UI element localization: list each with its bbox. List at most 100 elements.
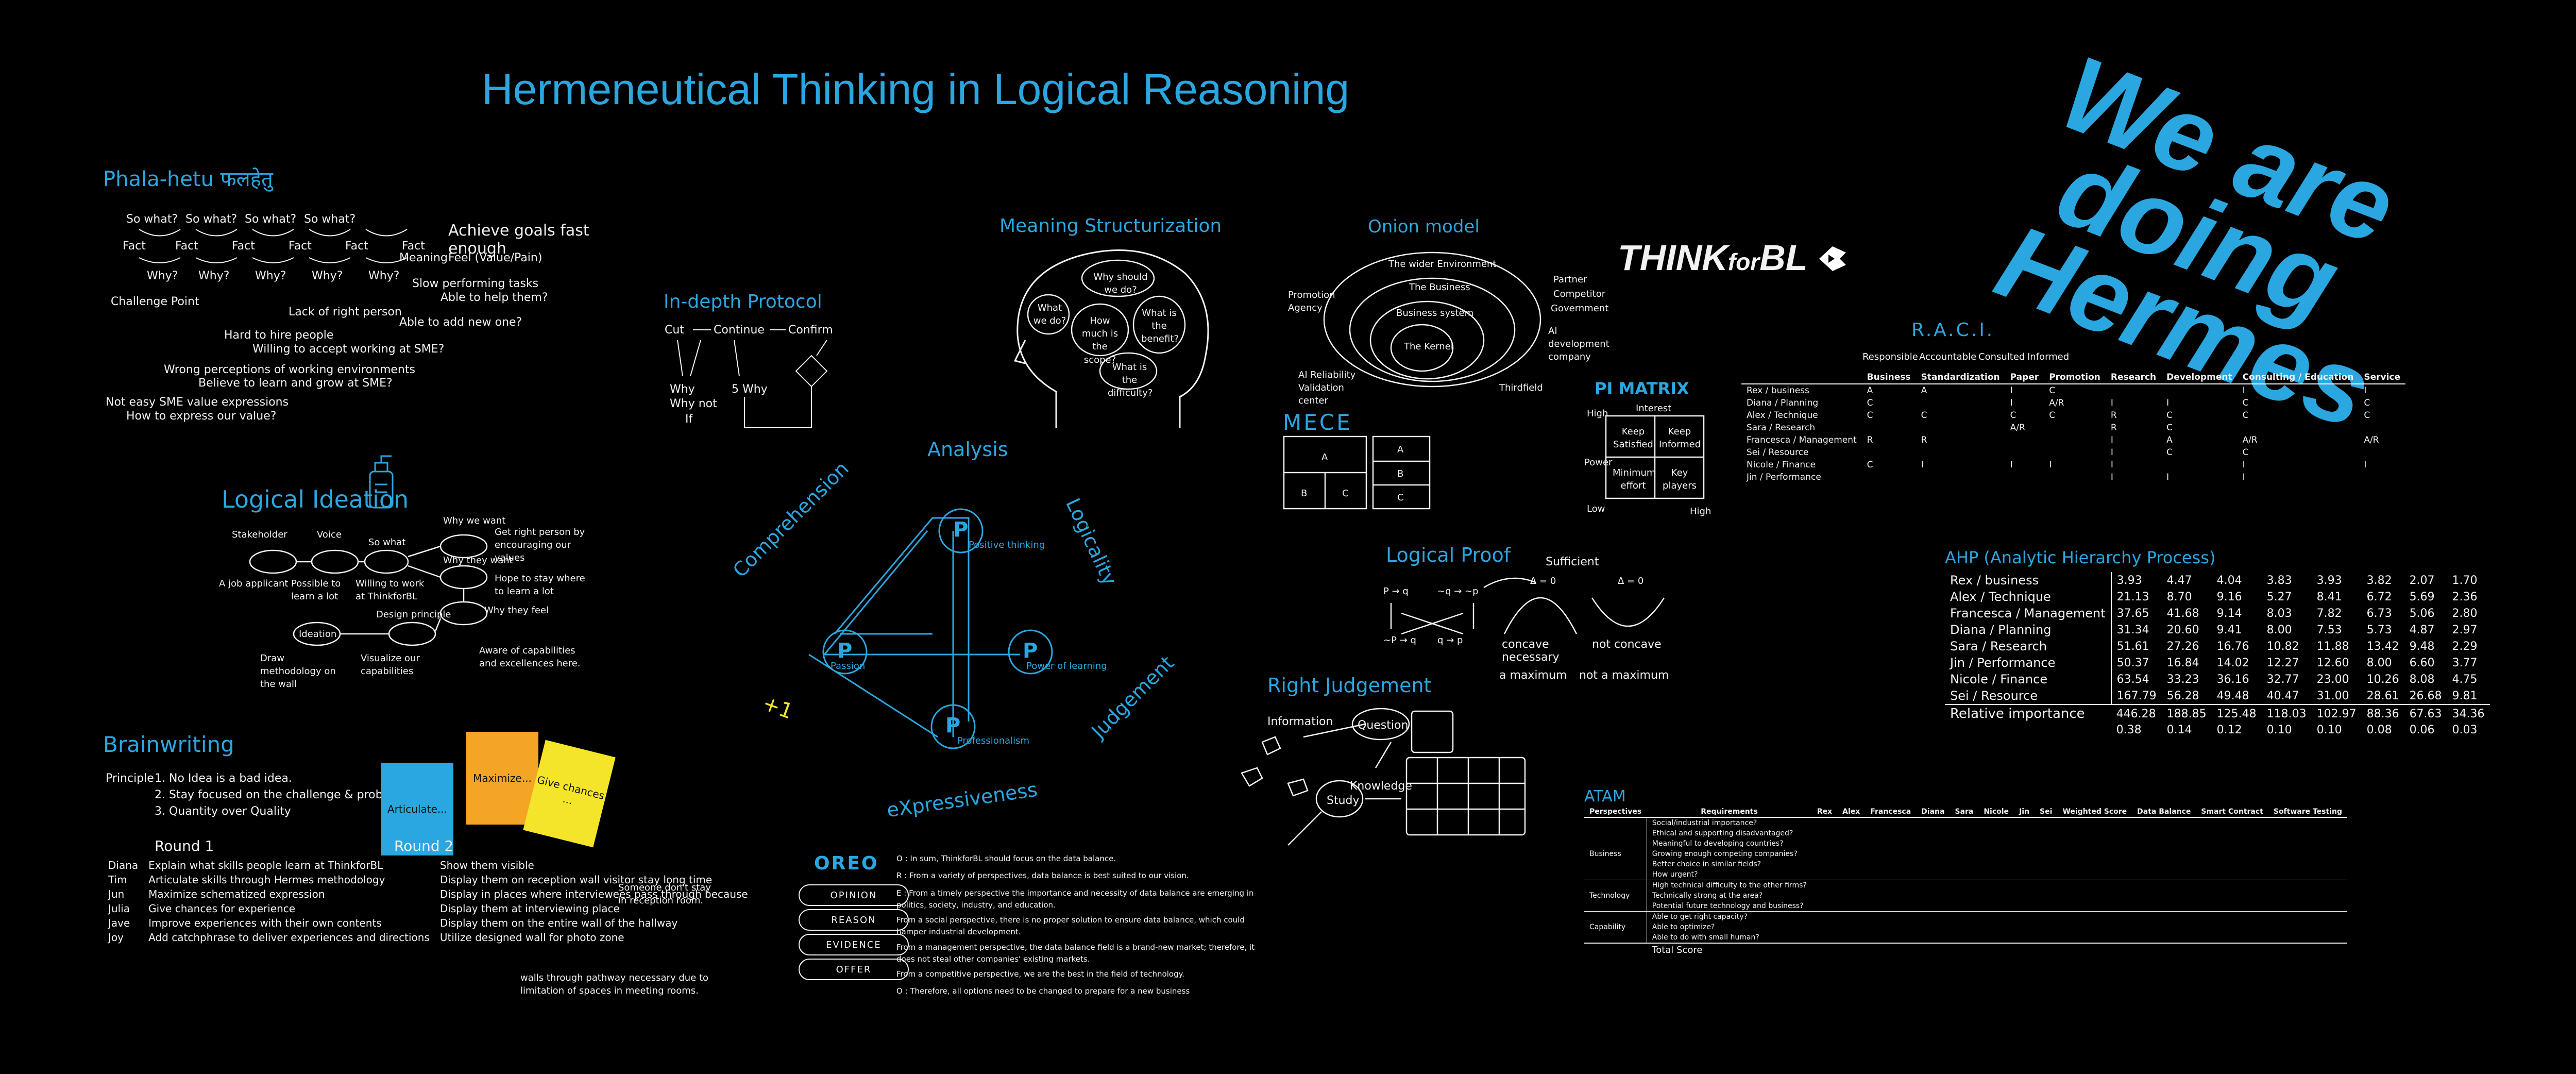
principle-3: 3. Quantity over Quality	[155, 804, 291, 818]
pi-high-label: High	[1587, 408, 1608, 419]
atam-requirement: Able to get right capacity?	[1652, 913, 1748, 921]
meaning-bubble-3: How much is the scope?	[1081, 315, 1118, 365]
oreo-offer: OFFER	[799, 959, 909, 980]
mece-cell-c2: C	[1397, 492, 1404, 503]
atam-perspective	[1584, 911, 1647, 922]
ahp-cell: 3.83	[2266, 574, 2292, 587]
raci-cell	[1916, 446, 2005, 459]
raci-cell: I	[1921, 460, 1924, 470]
raci-col: Development	[2166, 372, 2232, 382]
brainwriting-title: Brainwriting	[103, 732, 234, 757]
fact-5: Fact	[345, 240, 368, 253]
fact-4: Fact	[289, 240, 312, 253]
ahp-cell: 10.82	[2266, 640, 2299, 653]
proof-delta-2: Δ = 0	[1618, 576, 1644, 586]
sanitizer-icon	[366, 454, 397, 512]
ahp-cell: 8.00	[2266, 623, 2292, 636]
raci-cell: A	[1921, 385, 1927, 396]
logical-proof-diagram: Sufficient P → q ~q → ~p ~P → q q → p Δ …	[1381, 551, 1700, 691]
atam-col: Sei	[2040, 808, 2053, 816]
atam-col: Nicole	[1984, 808, 2009, 816]
atam-row: Social/industrial importance?	[1584, 817, 2347, 828]
phala-line-5: Hard to hire people	[224, 329, 334, 342]
raci-cell: C	[2166, 447, 2173, 458]
rj-information: Information	[1267, 715, 1333, 728]
proof-formula-2: ~q → ~p	[1437, 586, 1479, 597]
ahp-cell: 10.26	[2366, 673, 2399, 686]
raci-cell: Francesca / Management	[1747, 435, 1857, 445]
ahp-cell: 13.42	[2366, 640, 2399, 653]
raci-cell	[1916, 471, 2005, 483]
meaning-bubble-5: What is the difficulty?	[1108, 362, 1153, 399]
raci-cell: C	[2364, 398, 2370, 408]
why-3: Why?	[255, 270, 286, 282]
ahp-cell: 2.80	[2452, 607, 2478, 620]
ahp-cell: 12.60	[2316, 656, 2349, 669]
round-1-label: Round 1	[155, 837, 214, 854]
atam-section: Perspectives Requirements Rex Alex Franc…	[1584, 807, 2347, 1013]
atam-perspective	[1584, 901, 1647, 912]
ideation-note-5: Hope to stay where to learn a lot	[495, 573, 585, 597]
why-label: Why	[670, 383, 695, 396]
atam-requirement: Ethical and supporting disadvantaged?	[1652, 829, 1793, 837]
atam-col: Software Testing	[2273, 808, 2342, 816]
onion-title: Onion model	[1368, 216, 1480, 237]
raci-cell: I	[2110, 472, 2113, 482]
proof-necessary: necessary	[1502, 651, 1560, 664]
oreo-evidence: EVIDENCE	[799, 934, 909, 955]
ahp-empty	[1945, 723, 2111, 737]
raci-cell	[2044, 422, 2106, 434]
ideation-node-voice: Voice	[317, 529, 342, 540]
ahp-cell: 2.29	[2452, 640, 2478, 653]
mece-cell-b: B	[1301, 488, 1308, 499]
atam-row: Ethical and supporting disadvantaged?	[1584, 828, 2347, 838]
so-what-4: So what?	[304, 213, 356, 226]
ahp-cell: 12.27	[2266, 656, 2299, 669]
raci-cell	[2005, 471, 2044, 483]
ahp-cell: 32.77	[2266, 673, 2299, 686]
why-5: Why?	[368, 270, 400, 282]
raci-table: Business Standardization Paper Promotion…	[1741, 371, 2406, 483]
brain-cell: Tim	[108, 874, 127, 886]
oreo-line-3: E : From a timely perspective the import…	[896, 888, 1254, 910]
raci-cell: C	[2049, 385, 2056, 396]
raci-cell	[1916, 422, 2005, 434]
ideation-note-3: Willing to work at ThinkforBL	[355, 578, 425, 602]
raci-cell: C	[2166, 423, 2173, 433]
atam-empty	[1584, 943, 1647, 956]
atam-col: Data Balance	[2137, 808, 2191, 816]
brand-for: for	[1727, 248, 1760, 275]
ideation-note-8: Aware of capabilities and excellences he…	[479, 645, 581, 669]
ideation-node-whytheywant: Why they want	[443, 555, 513, 566]
atam-col: Jin	[2019, 808, 2030, 816]
ideation-node-whyfeel: Why they feel	[484, 605, 549, 616]
raci-cell	[2359, 471, 2405, 483]
oreo-line-6: From a competitive perspective, we are t…	[896, 969, 1185, 979]
brain-extra-2: walls through pathway necessary due to l…	[520, 972, 709, 997]
principle-1: 1. No Idea is a bad idea.	[155, 772, 292, 785]
meaning-bubble-1: Why should we do?	[1093, 272, 1148, 296]
raci-col	[1741, 371, 1862, 384]
oreo-line-5: From a management perspective, the data …	[896, 942, 1255, 964]
ahp-cell: 7.53	[2316, 623, 2342, 636]
raci-cell: Sara / Research	[1747, 423, 1816, 433]
raci-cell	[2044, 434, 2106, 446]
ahp-cell: 9.14	[2216, 607, 2242, 620]
mece-cell-c: C	[1342, 488, 1349, 499]
clpx-shape	[808, 508, 1053, 749]
pi-high-label-2: High	[1690, 506, 1711, 517]
confirm-label: Confirm	[788, 324, 833, 337]
proof-formula-3: ~P → q	[1383, 635, 1416, 646]
atam-requirement: How urgent?	[1652, 870, 1698, 879]
raci-cell: C	[1921, 410, 1927, 421]
raci-cell: C	[1867, 460, 1873, 470]
raci-cell: A	[2166, 435, 2173, 445]
ahp-cell: 63.54	[2116, 673, 2149, 686]
atam-row: Able to get right capacity?	[1584, 911, 2347, 922]
atam-perspective	[1584, 932, 1647, 943]
ahp-relative-label: Relative importance	[1950, 706, 2085, 721]
